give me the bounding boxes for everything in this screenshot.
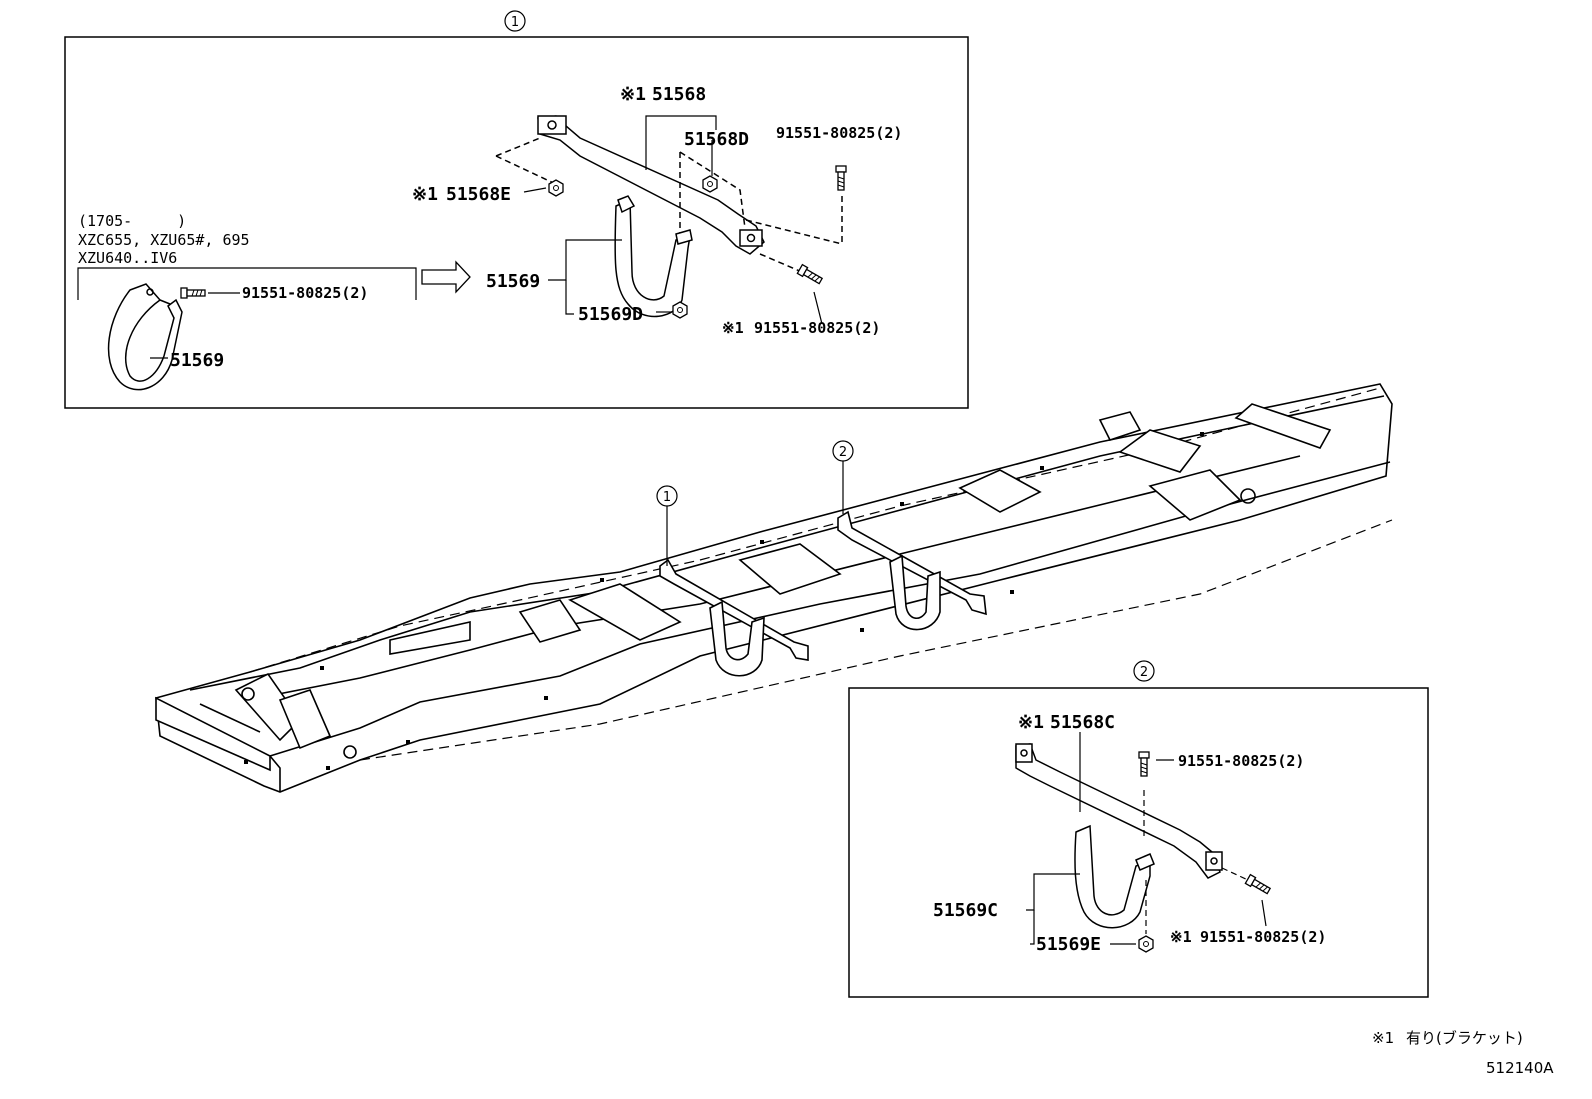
callout-circle-2-top: 2 [1133, 660, 1155, 682]
detail-box-2 [848, 687, 1429, 998]
label-51569E: 51569E [1036, 934, 1101, 955]
label-91551-bottom: 91551-80825(2) [754, 319, 880, 337]
label-91551-box2-bottom: 91551-80825(2) [1200, 928, 1326, 946]
footnote-text: 有り(ブラケット) [1406, 1029, 1523, 1047]
note-mark-51568C: ※1 [1018, 712, 1044, 733]
variant-arrow-icon [421, 260, 471, 294]
label-51569C: 51569C [933, 900, 998, 921]
svg-text:2: 2 [839, 445, 847, 460]
label-51569D: 51569D [578, 304, 643, 325]
label-91551-top: 91551-80825(2) [776, 124, 902, 142]
label-51568E: 51568E [446, 184, 511, 205]
detail-box-1 [64, 36, 969, 409]
label-variant-91551: 91551-80825(2) [242, 284, 368, 302]
label-variant-51569: 51569 [170, 350, 224, 371]
variant-line-3: XZU640..IV6 [78, 249, 177, 267]
leader-lines-box1 [523, 115, 823, 325]
leader-lines-box2 [1026, 732, 1267, 945]
svg-text:1: 1 [511, 15, 519, 30]
note-mark-51568E: ※1 [412, 184, 438, 205]
note-mark-91551-bottom: ※1 [722, 319, 744, 337]
label-51568: 51568 [652, 84, 706, 105]
bracket-51568C-drawing [1015, 743, 1223, 879]
variant-hanger-drawing [107, 283, 183, 391]
note-mark-91551-box2-bottom: ※1 [1170, 928, 1192, 946]
frame-bracket-1-drawing [659, 558, 809, 677]
label-51569: 51569 [486, 271, 540, 292]
hanger-51569-drawing [614, 195, 693, 318]
frame-holes [244, 432, 1204, 770]
svg-text:1: 1 [663, 490, 671, 505]
hanger-51569C-drawing [1074, 824, 1155, 929]
chassis-frame-drawing [155, 383, 1393, 793]
callout-circle-2-frame: 2 [832, 440, 854, 462]
footnote-mark: ※1 [1372, 1029, 1394, 1047]
variant-line-2: XZC655, XZU65#, 695 [78, 231, 250, 249]
label-51568C: 51568C [1050, 712, 1115, 733]
note-mark-51568: ※1 [620, 84, 646, 105]
diagram-code: 512140A [1486, 1059, 1554, 1077]
svg-text:2: 2 [1140, 665, 1148, 680]
label-51568D: 51568D [684, 129, 749, 150]
callout-circle-1-frame: 1 [656, 485, 678, 507]
variant-line-1: (1705- ) [78, 212, 186, 230]
frame-bracket-2-drawing [837, 510, 987, 631]
callout-circle-1-top: 1 [504, 10, 526, 32]
label-91551-box2-top: 91551-80825(2) [1178, 752, 1304, 770]
